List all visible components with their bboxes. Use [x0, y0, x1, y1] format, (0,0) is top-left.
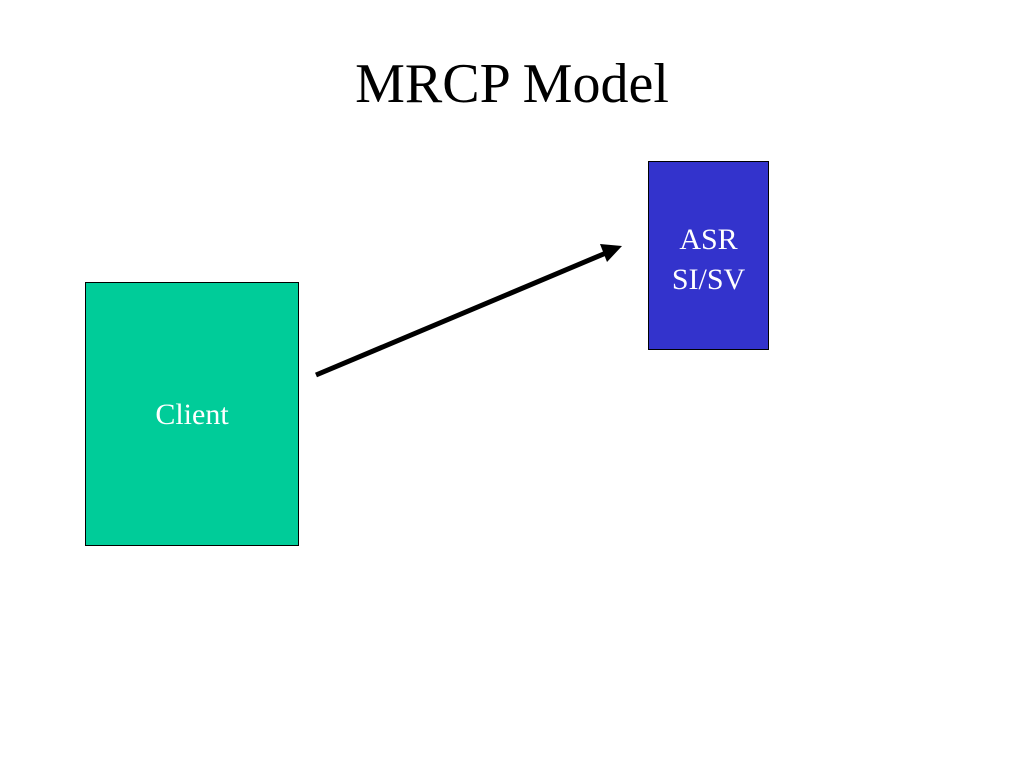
client-to-asr-arrow-head: [600, 244, 622, 262]
slide-title: MRCP Model: [355, 53, 669, 115]
asr-label-line2: SI/SV: [671, 263, 746, 296]
client-to-asr-arrow-line: [315, 250, 607, 378]
client-box: Client: [85, 282, 299, 546]
client-label: Client: [155, 398, 229, 431]
asr-label: ASR SI/SV: [649, 220, 768, 300]
asr-box: ASR SI/SV: [648, 161, 769, 350]
asr-label-line1: ASR: [679, 223, 738, 256]
